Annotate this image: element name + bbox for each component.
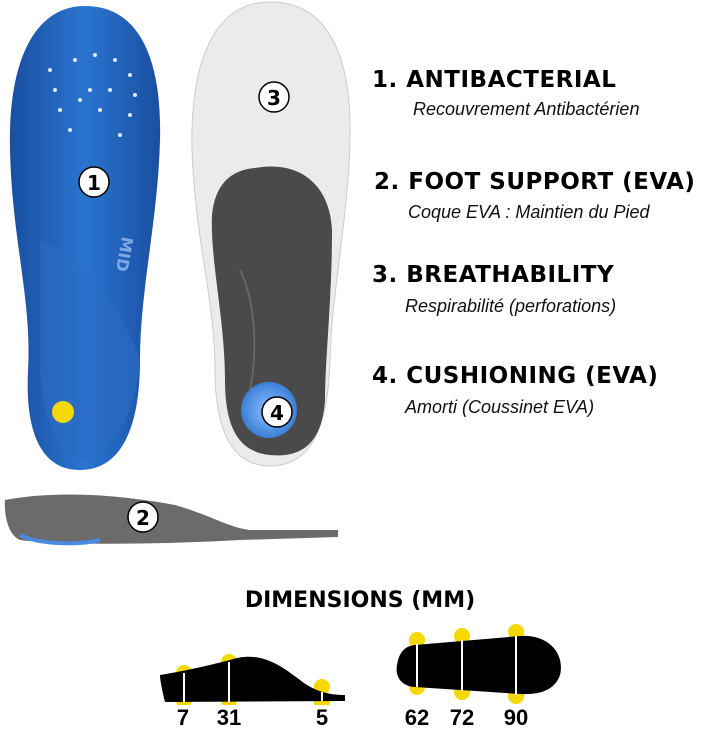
feature-title-cushioning: 4. CUSHIONING (EVA) xyxy=(372,363,659,389)
width-midfoot: 72 xyxy=(449,705,475,730)
width-outline xyxy=(396,624,561,704)
perforation-dots xyxy=(48,53,137,137)
sidas-logo-icon xyxy=(52,401,74,423)
width-forefoot: 90 xyxy=(503,705,529,730)
feature-title-foot-support: 2. FOOT SUPPORT (EVA) xyxy=(374,169,696,195)
feature-subtitle-breathability: Respirabilité (perforations) xyxy=(405,296,617,316)
badge-2: 2 xyxy=(136,506,150,530)
thickness-arch: 31 xyxy=(216,705,242,730)
white-insole-bottom: 4 3 xyxy=(191,1,351,467)
feature-title-antibacterial: 1. ANTIBACTERIAL xyxy=(372,67,617,93)
feature-subtitle-antibacterial: Recouvrement Antibactérien xyxy=(413,99,640,119)
badge-4: 4 xyxy=(270,401,284,425)
dimensions-title: DIMENSIONS (MM) xyxy=(244,588,476,613)
badge-1: 1 xyxy=(87,171,101,195)
thickness-heel: 7 xyxy=(176,705,190,730)
feature-title-breathability: 3. BREATHABILITY xyxy=(372,262,615,288)
insole-product-illustration: 1 MID 4 3 2 xyxy=(4,1,351,546)
thickness-profile xyxy=(160,654,345,705)
feature-subtitle-foot-support: Coque EVA : Maintien du Pied xyxy=(408,202,650,222)
blue-insole-top: 1 MID xyxy=(9,6,161,470)
thickness-forefoot: 5 xyxy=(315,705,329,730)
badge-3: 3 xyxy=(267,86,281,110)
dimensions-diagram xyxy=(160,624,561,705)
feature-subtitle-cushioning: Amorti (Coussinet EVA) xyxy=(405,397,595,417)
insole-side-profile: 2 xyxy=(4,494,338,546)
width-heel: 62 xyxy=(404,705,430,730)
